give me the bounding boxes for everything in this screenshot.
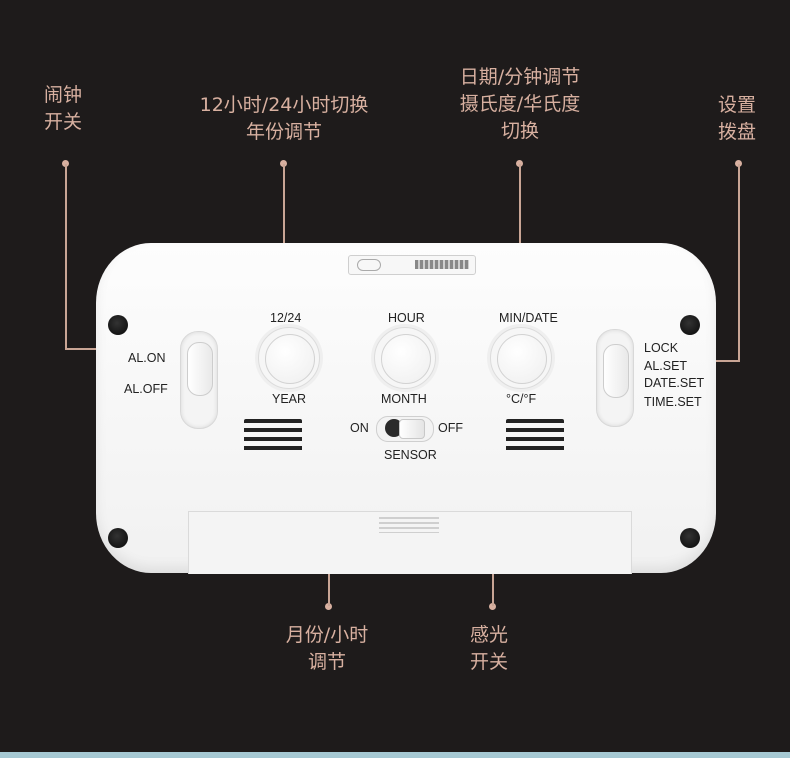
button-hour-top-label: HOUR	[388, 311, 425, 325]
model-code	[415, 260, 469, 269]
leader-dot-min-date	[516, 160, 523, 167]
callout-light-sensor: 感光 开关	[469, 624, 508, 673]
screw-bottom-right	[680, 528, 700, 548]
button-hour-cap[interactable]	[381, 334, 431, 384]
sensor-switch-slider[interactable]	[399, 419, 425, 439]
model-label	[348, 255, 476, 275]
setting-dial-knob[interactable]	[603, 344, 629, 398]
screw-bottom-left	[108, 528, 128, 548]
leader-dot-hour-mode	[280, 160, 287, 167]
alarm-off-label: AL.OFF	[124, 382, 168, 396]
alarm-clock-back: AL.ON AL.OFF 12/24 YEAR HOUR MONTH MIN/D…	[96, 243, 716, 574]
screw-top-right	[680, 315, 700, 335]
setting-position-lock: LOCK	[644, 341, 679, 355]
alarm-switch[interactable]	[180, 331, 218, 429]
accent-strip	[0, 752, 790, 758]
button-hour-bottom-label: MONTH	[381, 392, 427, 406]
sensor-name-label: SENSOR	[384, 448, 437, 462]
button-min-date-top-label: MIN/DATE	[499, 311, 558, 325]
callout-set-dial: 设置 拨盘	[717, 94, 756, 143]
leader-dot-set-dial	[735, 160, 742, 167]
leader-dot-alarm	[62, 160, 69, 167]
button-12-24-cap[interactable]	[265, 334, 315, 384]
button-12-24[interactable]	[258, 327, 320, 389]
setting-position-time-set: TIME.SET	[644, 395, 702, 409]
sensor-switch-knob[interactable]	[385, 419, 403, 437]
button-min-date-bottom-label: °C/°F	[506, 392, 537, 406]
speaker-vent-left	[244, 419, 302, 455]
button-12-24-bottom-label: YEAR	[272, 392, 307, 406]
sensor-on-label: ON	[350, 421, 369, 435]
setting-dial[interactable]	[596, 329, 634, 427]
button-min-date-cap[interactable]	[497, 334, 547, 384]
leader-dot-light-sensor	[489, 603, 496, 610]
callout-hour-mode: 12小时/24小时切换 年份调节	[199, 94, 369, 143]
leader-line-set-dial-v	[738, 164, 740, 362]
speaker-vent-right	[506, 419, 564, 455]
callout-month-hour: 月份/小时 调节	[285, 624, 369, 673]
leader-dot-month-hour	[325, 603, 332, 610]
battery-cover[interactable]	[188, 511, 632, 574]
setting-position-date-set: DATE.SET	[644, 376, 705, 390]
button-12-24-top-label: 12/24	[270, 311, 302, 325]
button-min-date[interactable]	[490, 327, 552, 389]
sensor-off-label: OFF	[438, 421, 463, 435]
sensor-switch[interactable]	[376, 416, 434, 442]
leader-line-alarm-v	[65, 164, 67, 350]
button-hour[interactable]	[374, 327, 436, 389]
brand-logo	[357, 259, 381, 271]
screw-top-left	[108, 315, 128, 335]
battery-cover-grip[interactable]	[379, 517, 439, 533]
callout-min-date: 日期/分钟调节 摄氏度/华氏度 切换	[459, 66, 581, 142]
alarm-switch-knob[interactable]	[187, 342, 213, 396]
alarm-on-label: AL.ON	[128, 351, 166, 365]
setting-position-al-set: AL.SET	[644, 359, 688, 373]
callout-alarm-switch: 闹钟 开关	[43, 84, 82, 133]
